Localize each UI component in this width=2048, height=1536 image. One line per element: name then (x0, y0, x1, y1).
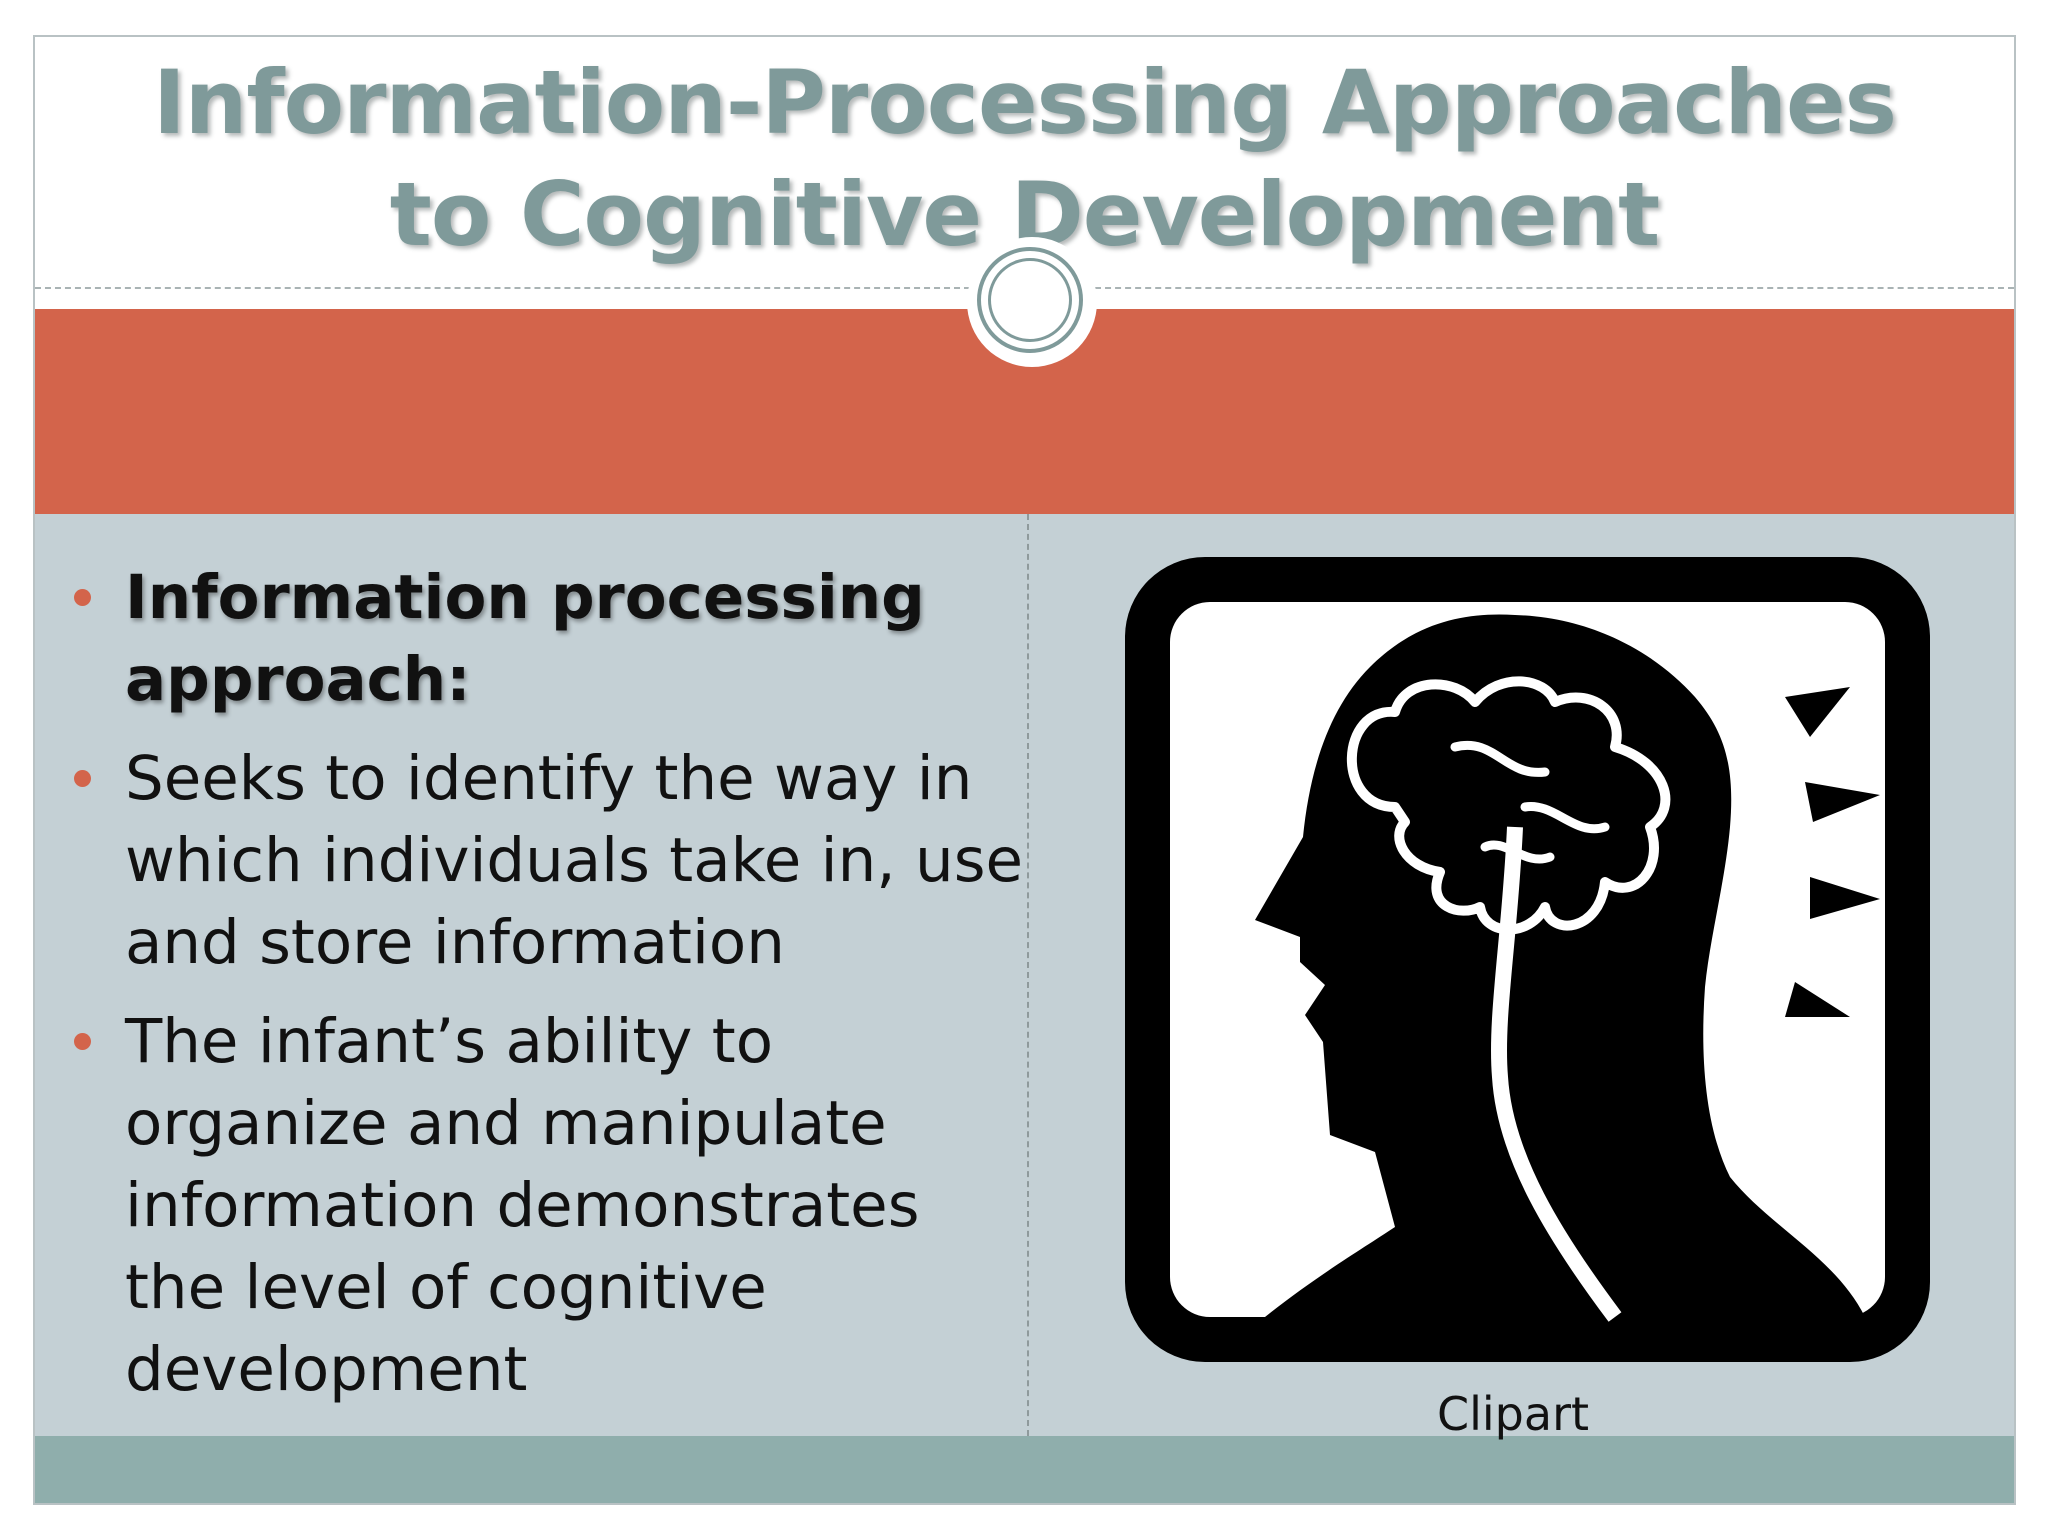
slide: Information-Processing Approaches to Cog… (33, 35, 2016, 1505)
brain (1346, 676, 1671, 935)
image-caption: Clipart (1437, 1387, 1590, 1441)
signal-ray (1810, 877, 1880, 919)
signal-ray (1785, 687, 1850, 737)
column-divider (1027, 514, 1029, 1436)
circle-ornament-icon (977, 247, 1083, 353)
bullet-text: Information processing approach: (125, 562, 925, 715)
slide-title: Information-Processing Approaches to Cog… (152, 51, 1897, 266)
circle-ornament-inner (988, 258, 1072, 342)
signal-ray (1805, 782, 1880, 822)
head-silhouette (1255, 614, 1865, 1317)
footer-band (35, 1436, 2014, 1503)
signal-ray (1785, 982, 1850, 1017)
bullet-text: Seeks to identify the way in which indiv… (125, 743, 1024, 978)
bullet-dot-icon (74, 1033, 91, 1050)
bullet-item: The infant’s ability to organize and man… (65, 1001, 1025, 1411)
title-area: Information-Processing Approaches to Cog… (35, 37, 2014, 287)
bullet-item: Information processing approach: (65, 557, 1025, 721)
bullet-list: Information processing approach: Seeks t… (65, 557, 1025, 1428)
head-with-brain-icon (1125, 557, 1930, 1362)
title-divider-right (1095, 287, 2014, 289)
bullet-dot-icon (74, 770, 91, 787)
bullet-text: The infant’s ability to organize and man… (125, 1006, 920, 1405)
bullet-item: Seeks to identify the way in which indiv… (65, 738, 1025, 984)
spinal-cord (1491, 826, 1622, 1322)
bullet-dot-icon (74, 589, 91, 606)
title-divider-left (35, 287, 970, 289)
brain-fold (1450, 740, 1610, 864)
